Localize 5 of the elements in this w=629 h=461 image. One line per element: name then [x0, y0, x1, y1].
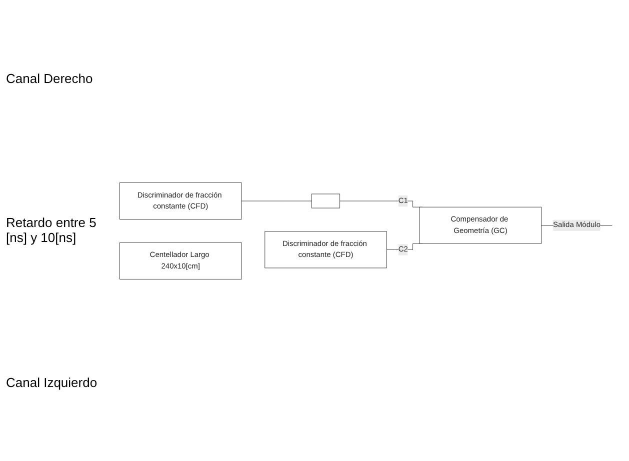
channel-label: Canal Izquierdo — [6, 375, 98, 390]
node-box — [311, 193, 340, 208]
channel-label: Retardo entre 5 [ns] y 10[ns] — [6, 215, 98, 246]
channel-label: Canal Derecho — [6, 70, 94, 86]
connector — [241, 200, 312, 201]
